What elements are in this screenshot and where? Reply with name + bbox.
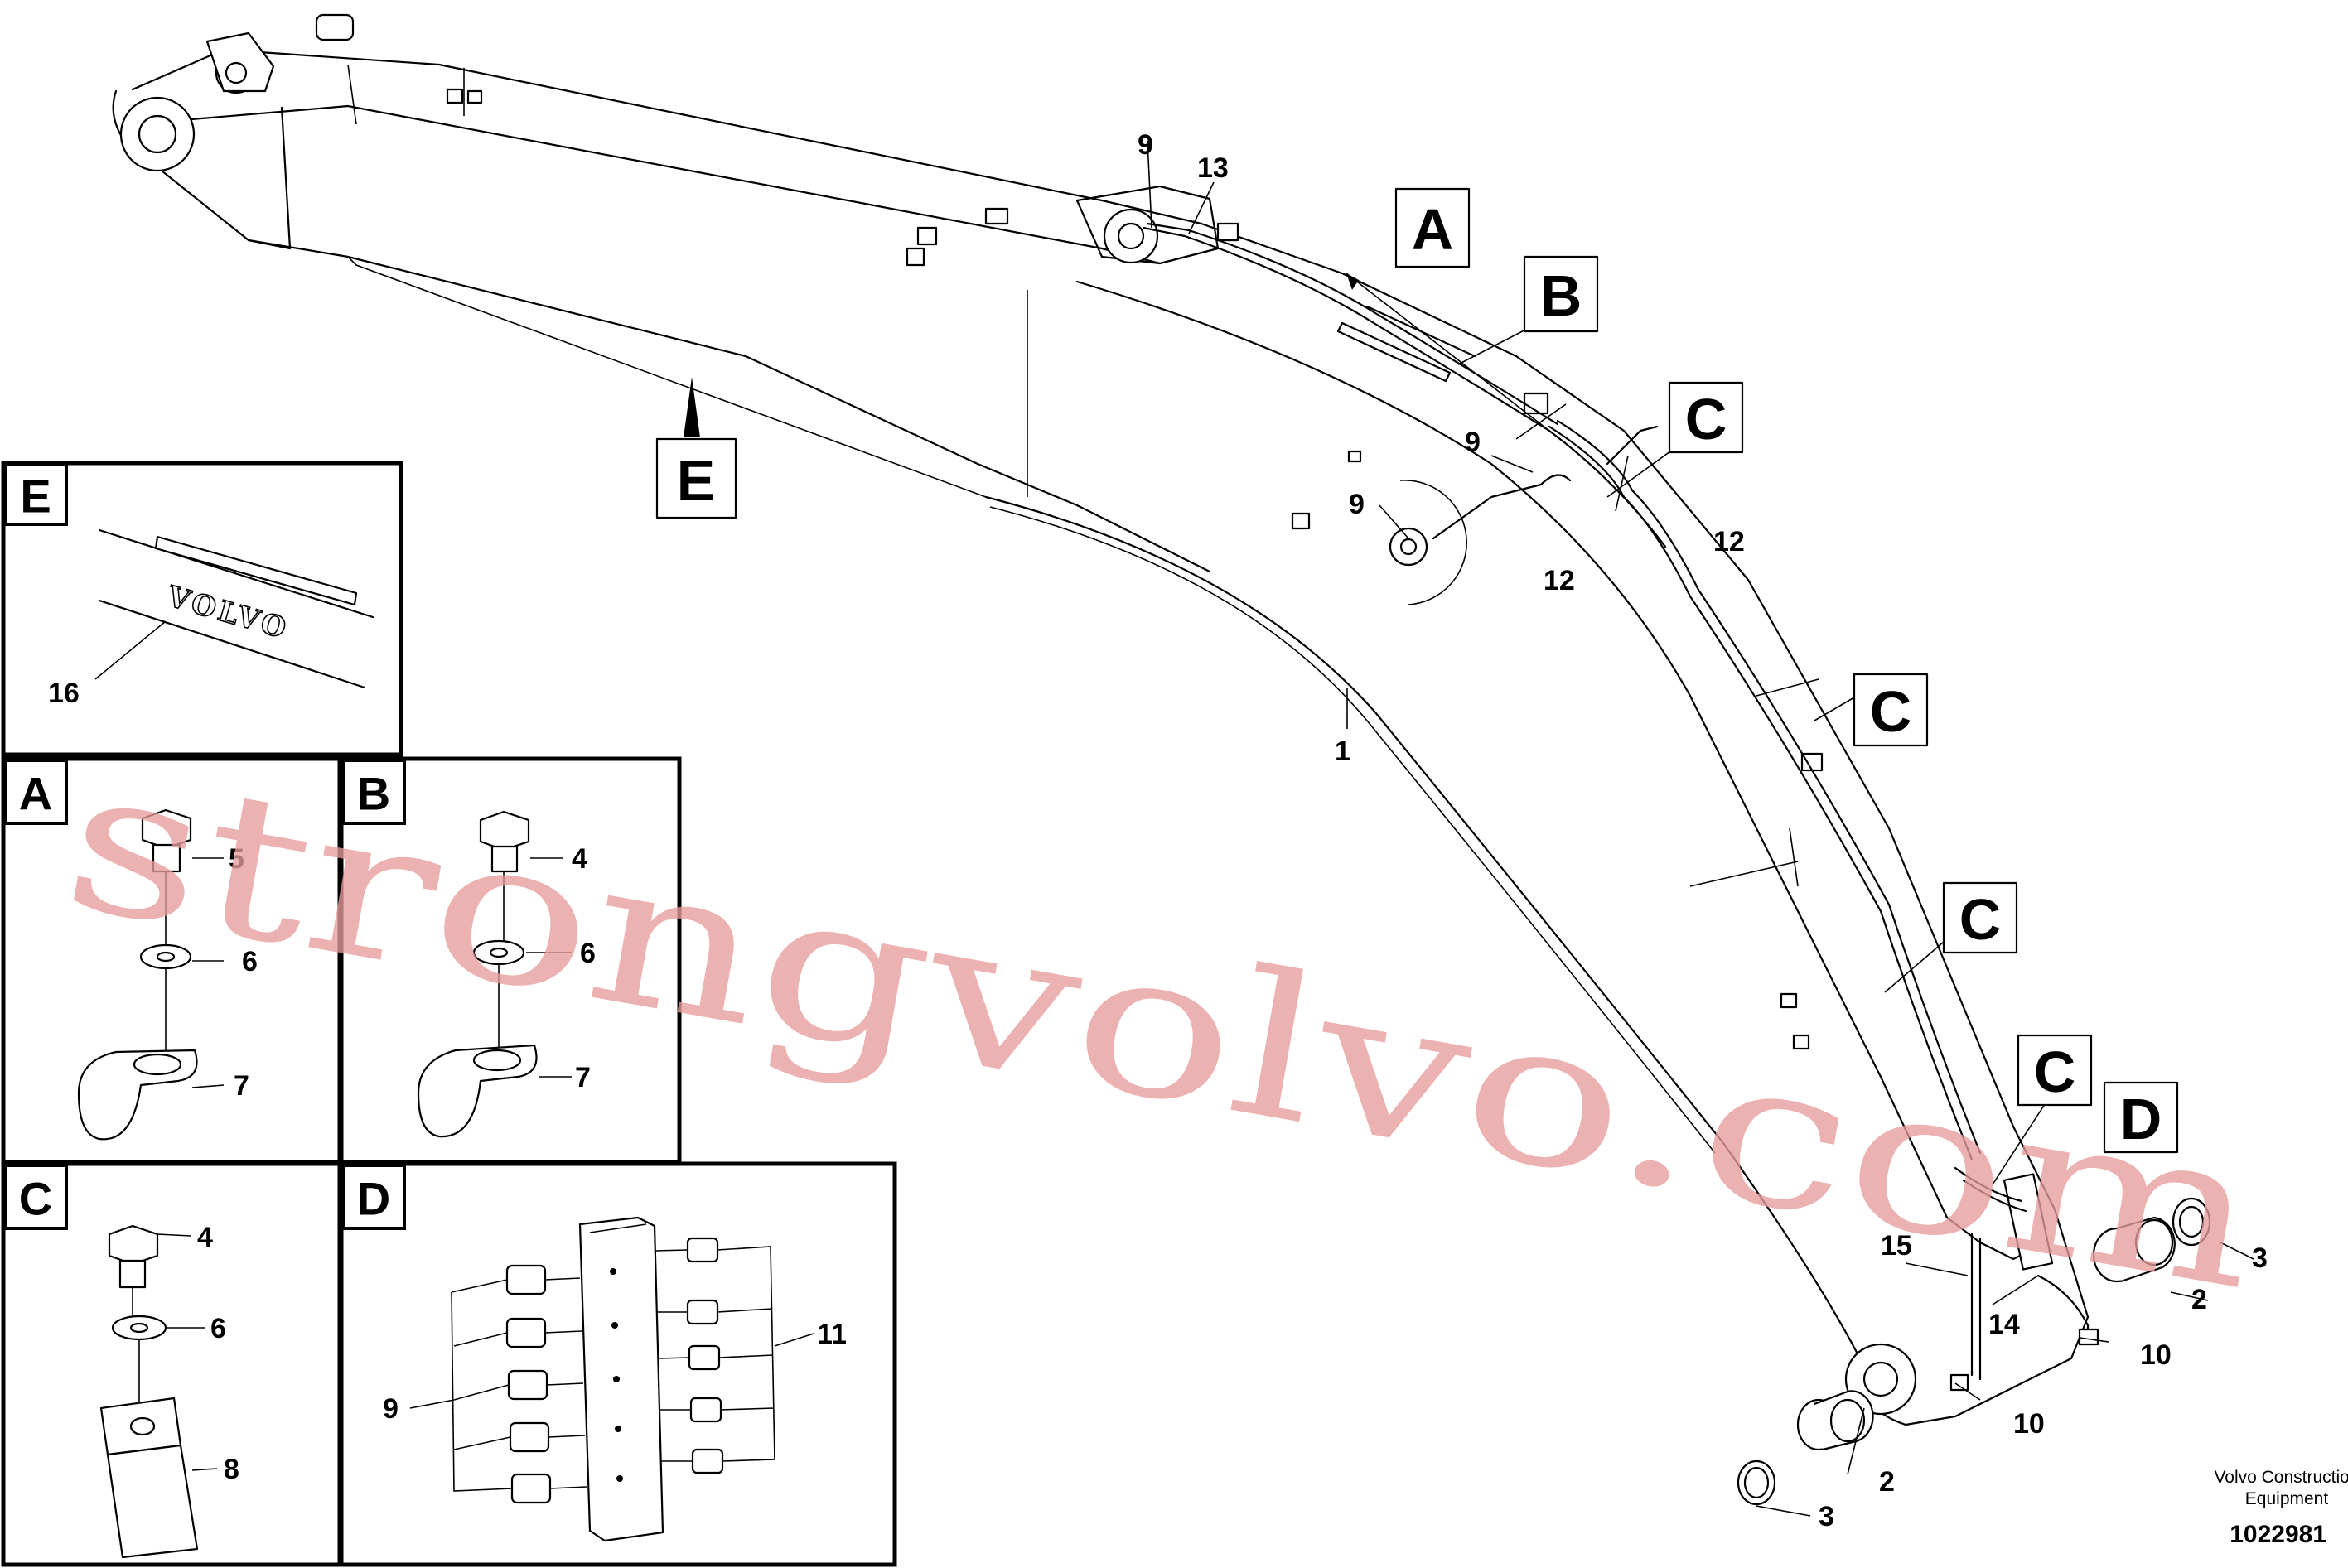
detail-marker-E: E [655, 437, 737, 519]
inset-B-label: B [357, 768, 390, 820]
callout-11: 11 [817, 1319, 847, 1350]
boom-drawing [112, 13, 2211, 1506]
callout-2-left: 2 [1879, 1466, 1895, 1498]
detail-marker-B: B [1523, 255, 1599, 333]
detail-marker-C4: C [2017, 1034, 2093, 1107]
detail-marker-C2: C [1853, 673, 1929, 747]
inset-E: E VOLVO 16 [1, 461, 403, 757]
callout-13: 13 [1197, 152, 1229, 184]
callout-4-C: 4 [197, 1222, 213, 1253]
inset-C: C 4 6 8 [1, 1161, 342, 1567]
callout-9-D: 9 [383, 1393, 399, 1425]
callout-16: 16 [48, 678, 80, 709]
callout-10-right: 10 [2140, 1339, 2172, 1371]
callout-2-right: 2 [2191, 1284, 2207, 1315]
callout-12-left: 12 [1544, 565, 1575, 596]
inset-A-label: A [19, 768, 52, 820]
svg-text:E: E [677, 448, 716, 513]
inset-D-label: D [357, 1173, 390, 1225]
callout-12-right: 12 [1713, 526, 1745, 557]
manufacturer-line-2: Equipment [2245, 1489, 2329, 1508]
callout-7-A: 7 [234, 1070, 249, 1102]
callout-10-lower: 10 [2013, 1408, 2045, 1440]
callout-14: 14 [1988, 1309, 2020, 1340]
callout-6-B: 6 [580, 938, 596, 969]
svg-text:C: C [1870, 679, 1912, 744]
callout-6-C: 6 [210, 1313, 226, 1344]
document-number: 1022981 [2230, 1521, 2326, 1548]
detail-markers: A B C C C C D E [655, 187, 2179, 1154]
manufacturer-line-1: Volvo Construction [2214, 1468, 2348, 1487]
detail-marker-C3: C [1942, 881, 2018, 954]
callout-9-mid: 9 [1465, 427, 1481, 458]
callout-9-top: 9 [1138, 129, 1153, 161]
callout-1: 1 [1335, 736, 1350, 767]
callout-15: 15 [1881, 1230, 1912, 1262]
svg-text:D: D [2120, 1087, 2162, 1151]
inset-B: B 4 6 7 [339, 756, 682, 1165]
detail-marker-A: A [1394, 187, 1471, 268]
callout-5: 5 [229, 843, 244, 875]
callout-6-A: 6 [242, 946, 258, 977]
inset-D: D 9 11 [339, 1161, 897, 1567]
detail-marker-C1: C [1668, 381, 1744, 454]
callout-8: 8 [224, 1454, 239, 1485]
svg-text:C: C [2034, 1040, 2076, 1104]
callout-4-B: 4 [572, 843, 587, 875]
svg-text:A: A [1412, 197, 1454, 262]
callout-9-plate: 9 [1349, 489, 1365, 520]
detail-marker-D: D [2103, 1081, 2179, 1154]
footer: Volvo Construction Equipment 1022981 [2214, 1468, 2348, 1548]
inset-E-label: E [20, 470, 51, 523]
svg-text:B: B [1540, 263, 1582, 328]
svg-text:C: C [1685, 387, 1727, 451]
inset-A: A 5 6 7 [1, 756, 342, 1165]
callout-3-right: 3 [2252, 1242, 2268, 1274]
main-callouts: 1 9 13 9 9 12 12 15 14 2 3 10 10 2 3 [1138, 129, 2268, 1532]
inset-C-label: C [19, 1173, 52, 1225]
svg-text:C: C [1959, 887, 2002, 952]
callout-3-left: 3 [1819, 1501, 1834, 1532]
callout-7-B: 7 [575, 1062, 591, 1093]
